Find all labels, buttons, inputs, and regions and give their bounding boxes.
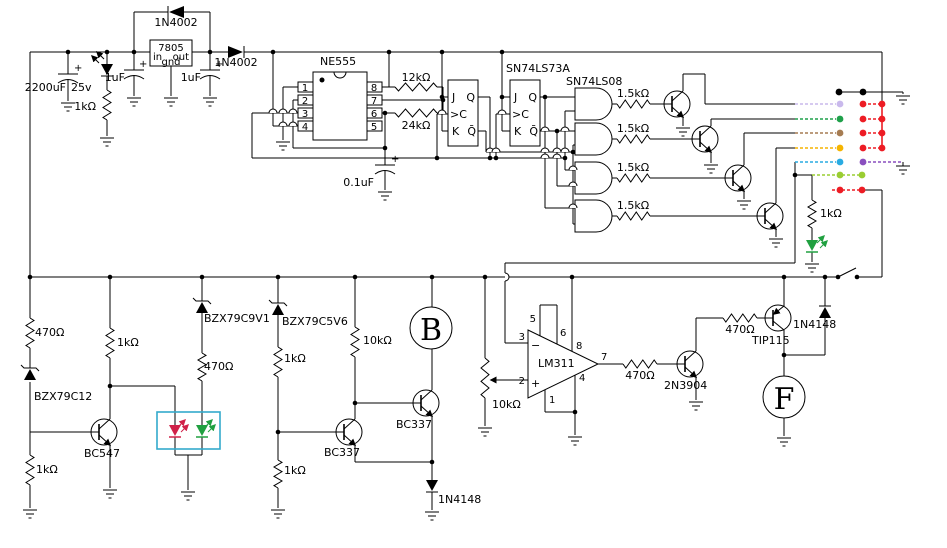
lm311-plus: +	[531, 377, 540, 390]
label-power-led-resistor: 1kΩ	[74, 100, 96, 113]
pin-number: 1	[302, 83, 308, 94]
label-470-left: 470Ω	[35, 326, 64, 339]
pin-number: 8	[371, 83, 377, 94]
label-main-cap: 2200uF	[25, 81, 66, 94]
lm311-minus: −	[531, 339, 540, 352]
label-bc337-1: BC337	[324, 446, 360, 459]
label-tip115: TIP115	[751, 334, 790, 347]
ff1-q: Q	[466, 91, 475, 104]
ff2-q: Q	[528, 91, 537, 104]
plus-sign: +	[215, 59, 223, 70]
ff1-clock: >C	[450, 108, 467, 121]
label-bc547: BC547	[84, 447, 120, 460]
label-470-fan: 470Ω	[725, 323, 754, 336]
label-bzx79c5v6: BZX79C5V6	[282, 315, 348, 328]
pin-number: 4	[302, 122, 308, 133]
pin-number: 7	[371, 96, 377, 107]
label-12k-resistor: 12kΩ	[402, 71, 431, 84]
label-24k-resistor: 24kΩ	[402, 119, 431, 132]
lm311-pin7: 7	[601, 352, 607, 363]
plus-sign: +	[139, 59, 147, 70]
label-470-cmp-out: 470Ω	[625, 369, 654, 382]
plus-sign: +	[391, 154, 399, 165]
lm311-pin6: 6	[560, 328, 566, 339]
ff2-k: K	[514, 125, 522, 138]
pin-number: 3	[302, 109, 308, 120]
label-bzx79c9v1: BZX79C9V1	[204, 312, 270, 325]
label-regulator: 7805	[158, 43, 183, 54]
label-1n4148-buzzer: 1N4148	[438, 493, 481, 506]
wires-and-components	[20, 6, 910, 521]
label-base-resistor-1: 1.5kΩ	[617, 87, 649, 100]
lm311-pin1: 1	[549, 395, 555, 406]
label-lm311: LM311	[538, 357, 575, 370]
label-sn74ls08: SN74LS08	[566, 75, 622, 88]
buzzer-symbol: B	[420, 313, 442, 348]
ff1-j: J	[451, 91, 455, 104]
label-base-resistor-4: 1.5kΩ	[617, 199, 649, 212]
ff1-k: K	[452, 125, 460, 138]
ff1-qbar: Q̄	[467, 125, 476, 138]
pin-number: 5	[371, 122, 377, 133]
component-labels: 2200uF 25v + 1kΩ + 1uF 1N4002 7805 in ou…	[25, 16, 842, 506]
fan-symbol: F	[774, 382, 795, 417]
label-1k-buzzer-top: 1kΩ	[284, 352, 306, 365]
lm311-pin2: 2	[519, 376, 525, 387]
label-series-diode: 1N4002	[214, 56, 257, 69]
plus-sign: +	[74, 63, 82, 74]
lm311-pin5: 5	[530, 314, 536, 325]
label-2n3904: 2N3904	[664, 379, 707, 392]
label-10k-buzzer: 10kΩ	[363, 334, 392, 347]
label-output-cap: 1uF	[181, 71, 201, 84]
ff2-clock: >C	[512, 108, 529, 121]
label-regulator-in: in	[153, 52, 162, 63]
label-main-cap-voltage: 25v	[71, 81, 92, 94]
label-timing-cap: 0.1uF	[343, 176, 374, 189]
label-1k-buzzer-bottom: 1kΩ	[284, 464, 306, 477]
label-base-resistor-3: 1.5kΩ	[617, 161, 649, 174]
label-sn74ls73a: SN74LS73A	[506, 62, 570, 75]
label-bypass-diode: 1N4002	[154, 16, 197, 29]
pin-number: 6	[371, 109, 377, 120]
lm311-pin4: 4	[579, 373, 585, 384]
lm311-pin3: 3	[519, 332, 525, 343]
ff2-qbar: Q̄	[529, 125, 538, 138]
label-bc337-2: BC337	[396, 418, 432, 431]
label-regulator-out: out	[173, 52, 189, 63]
pin-number: 2	[302, 96, 308, 107]
label-10k-pot: 10kΩ	[492, 398, 521, 411]
lm311-pin8: 8	[576, 341, 582, 352]
label-regulator-gnd: gnd	[161, 57, 180, 68]
label-base-resistor-2: 1.5kΩ	[617, 122, 649, 135]
label-470-bicolor: 470Ω	[204, 360, 233, 373]
ff2-j: J	[513, 91, 517, 104]
label-1k-indicator: 1kΩ	[820, 207, 842, 220]
label-1n4148-fan: 1N4148	[793, 318, 836, 331]
label-bzx79c12: BZX79C12	[34, 390, 92, 403]
label-1k-left: 1kΩ	[36, 463, 58, 476]
label-input-cap: 1uF	[105, 71, 125, 84]
label-ne555: NE555	[320, 55, 356, 68]
label-1k-pullup: 1kΩ	[117, 336, 139, 349]
